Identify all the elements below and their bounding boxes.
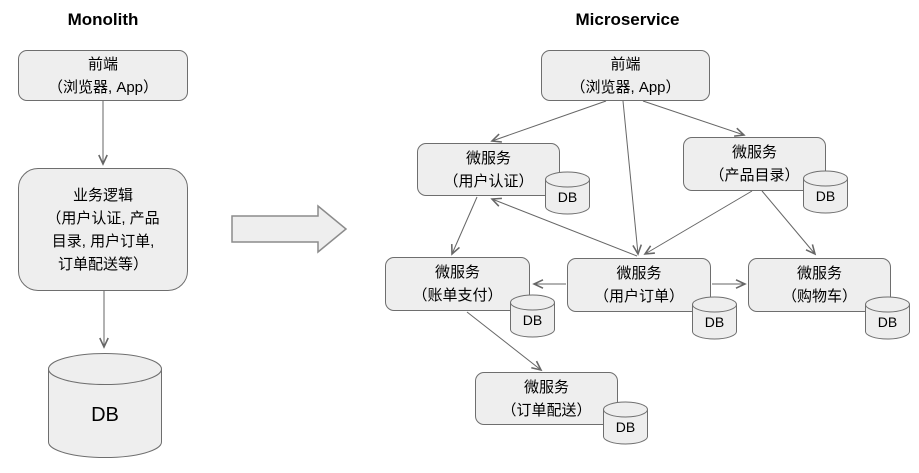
db-cylinder-catalog: DB bbox=[803, 170, 848, 214]
monolith-frontend-label: 前端 （浏览器, App） bbox=[47, 55, 159, 96]
service-auth-label: 微服务 （用户认证） bbox=[443, 149, 534, 190]
service-box-delivery: 微服务 （订单配送） bbox=[475, 372, 618, 425]
service-box-catalog: 微服务 （产品目录） bbox=[683, 137, 826, 191]
db-cylinder-monolith: DB bbox=[48, 353, 162, 458]
arrow-auth-to-billing bbox=[452, 196, 478, 254]
cylinder-top bbox=[692, 296, 737, 313]
db-cylinder-delivery: DB bbox=[603, 401, 648, 445]
cylinder-body bbox=[603, 409, 648, 445]
service-catalog-label: 微服务 （产品目录） bbox=[709, 144, 800, 184]
delivery-db-label: DB bbox=[616, 419, 635, 435]
cylinder-top bbox=[603, 401, 648, 418]
arrow-ms-frontend-to-auth bbox=[492, 100, 607, 141]
monolith-business-logic-box: 业务逻辑 （用户认证, 产品 目录, 用户订单, 订单配送等） bbox=[18, 168, 188, 291]
arrow-catalog-to-orders bbox=[645, 190, 753, 254]
monolith-frontend-box: 前端 （浏览器, App） bbox=[18, 50, 188, 101]
service-delivery-label: 微服务 （订单配送） bbox=[501, 378, 592, 419]
monolith-db-label: DB bbox=[91, 404, 119, 426]
cart-db-label: DB bbox=[878, 314, 897, 330]
service-box-billing: 微服务 （账单支付） bbox=[385, 257, 530, 311]
arrow-ms-frontend-to-orders bbox=[622, 100, 638, 254]
cylinder-top bbox=[545, 171, 590, 188]
service-box-orders: 微服务 （用户订单） bbox=[567, 258, 711, 312]
db-cylinder-orders: DB bbox=[692, 296, 737, 340]
transition-block-arrow bbox=[231, 204, 348, 254]
microservice-frontend-box: 前端 （浏览器, App） bbox=[541, 50, 710, 101]
auth-db-label: DB bbox=[558, 189, 577, 205]
microservice-frontend-label: 前端 （浏览器, App） bbox=[570, 55, 681, 96]
service-box-auth: 微服务 （用户认证） bbox=[417, 143, 560, 196]
service-orders-label: 微服务 （用户订单） bbox=[593, 265, 684, 305]
cylinder-top bbox=[803, 170, 848, 187]
billing-db-label: DB bbox=[523, 312, 542, 328]
orders-db-label: DB bbox=[705, 314, 724, 330]
microservice-title: Microservice bbox=[575, 10, 680, 29]
service-cart-label: 微服务 （购物车） bbox=[781, 265, 857, 305]
cylinder-body bbox=[48, 369, 162, 458]
db-cylinder-billing: DB bbox=[510, 294, 555, 338]
cylinder-top bbox=[510, 294, 555, 311]
service-billing-label: 微服务 （账单支付） bbox=[412, 264, 503, 304]
cylinder-body bbox=[692, 304, 737, 340]
cylinder-top bbox=[48, 353, 162, 385]
monolith-title: Monolith bbox=[67, 10, 139, 29]
monolith-business-logic-label: 业务逻辑 （用户认证, 产品 目录, 用户订单, 订单配送等） bbox=[46, 186, 160, 273]
db-cylinder-auth: DB bbox=[545, 171, 590, 215]
catalog-db-label: DB bbox=[816, 188, 835, 204]
db-cylinder-cart: DB bbox=[865, 296, 910, 340]
cylinder-body bbox=[865, 304, 910, 340]
arrow-ms-frontend-to-catalog bbox=[642, 100, 744, 135]
cylinder-top bbox=[865, 296, 910, 313]
